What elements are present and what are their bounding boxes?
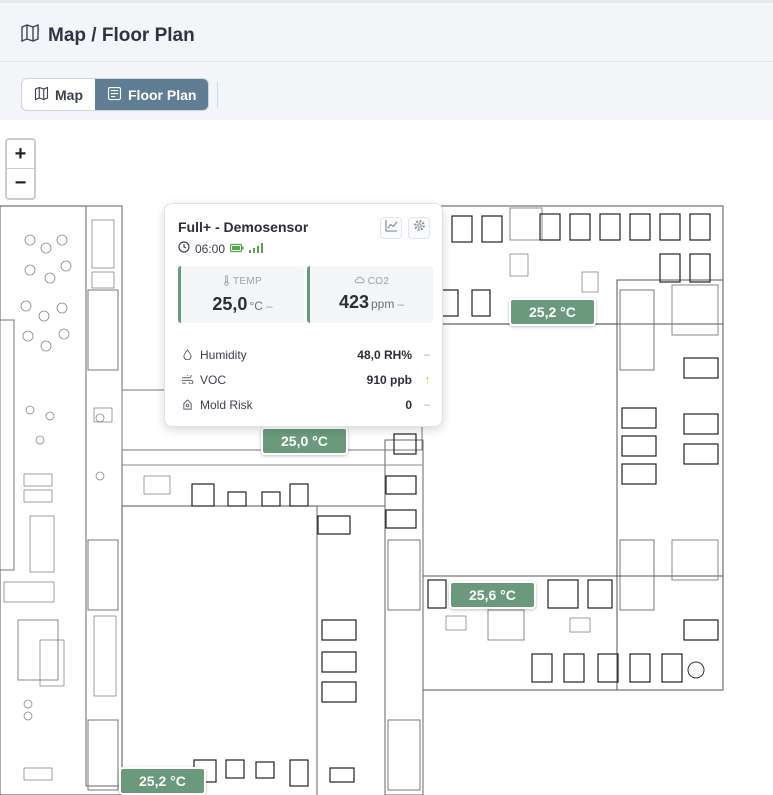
temp-trend: –: [265, 298, 273, 313]
temp-value-wrap: 25,0°C–: [212, 294, 272, 315]
chart-button[interactable]: [380, 217, 402, 239]
co2-value: 423: [338, 292, 369, 312]
temp-unit: °C: [249, 298, 263, 313]
temp-label-wrap: TEMP: [223, 274, 262, 289]
sensor-badge[interactable]: 25,0 °C: [261, 427, 348, 455]
floor-plan-view-label: Floor Plan: [128, 86, 197, 103]
temp-tile: TEMP 25,0°C–: [178, 266, 304, 323]
temp-value: 25,0: [212, 293, 248, 314]
zoom-in-button[interactable]: +: [7, 140, 34, 169]
humidity-label: Humidity: [200, 347, 247, 362]
sensor-title: Full+ - Demosensor: [178, 219, 309, 235]
sensor-time: 06:00: [195, 241, 226, 256]
humidity-value: 48,0 RH%: [357, 347, 412, 362]
voc-row: VOC 910 ppb ↑: [180, 367, 430, 392]
temp-label: TEMP: [233, 276, 262, 287]
view-toggle: Map Floor Plan: [21, 78, 210, 111]
co2-unit: ppm: [371, 297, 395, 311]
title-wrap: Map / Floor Plan: [20, 23, 195, 48]
map-view-label: Map: [55, 86, 83, 103]
sensor-popup: Full+ - Demosensor 06:00: [164, 203, 443, 427]
metric-rows: Humidity 48,0 RH% – VOC 910 ppb ↑ Mold R…: [180, 342, 430, 417]
mold-icon: [180, 398, 194, 412]
page-header: Map / Floor Plan: [0, 0, 773, 62]
thermometer-icon: [223, 274, 230, 289]
wind-icon: [180, 373, 194, 387]
sensor-badge[interactable]: 25,2 °C: [509, 298, 596, 326]
chart-icon: [384, 219, 398, 237]
floor-plan-icon: [107, 86, 122, 104]
sensor-badge[interactable]: 25,2 °C: [119, 767, 206, 795]
mold-risk-value: 0: [405, 397, 412, 412]
toolbar: Map Floor Plan: [0, 62, 773, 120]
page-title: Map / Floor Plan: [48, 24, 195, 46]
floor-plan-view-button[interactable]: Floor Plan: [95, 79, 209, 110]
settings-button[interactable]: [408, 217, 430, 239]
map-icon: [34, 86, 49, 104]
voc-trend: ↑: [424, 373, 431, 386]
toolbar-divider: [217, 82, 218, 108]
cloud-icon: [354, 276, 365, 287]
humidity-row: Humidity 48,0 RH% –: [180, 342, 430, 367]
battery-icon: [229, 242, 244, 256]
mold-risk-label: Mold Risk: [200, 397, 253, 412]
mold-risk-trend: –: [423, 398, 430, 411]
droplet-icon: [180, 348, 194, 362]
co2-trend: –: [397, 297, 405, 311]
mold-risk-row: Mold Risk 0 –: [180, 392, 430, 417]
map-icon: [20, 23, 40, 48]
voc-label: VOC: [200, 372, 227, 387]
map-view-button[interactable]: Map: [22, 79, 95, 110]
signal-icon: [249, 242, 264, 256]
clock-icon: [178, 241, 190, 256]
co2-label: CO2: [367, 276, 390, 287]
popup-actions: [380, 217, 430, 239]
gear-icon: [413, 219, 426, 237]
voc-value: 910 ppb: [366, 372, 412, 387]
humidity-trend: –: [423, 348, 430, 361]
zoom-control: + −: [5, 138, 36, 200]
sensor-badge[interactable]: 25,6 °C: [449, 581, 536, 609]
sensor-status: 06:00: [178, 241, 264, 256]
zoom-out-button[interactable]: −: [14, 172, 27, 194]
co2-label-wrap: CO2: [354, 276, 389, 287]
